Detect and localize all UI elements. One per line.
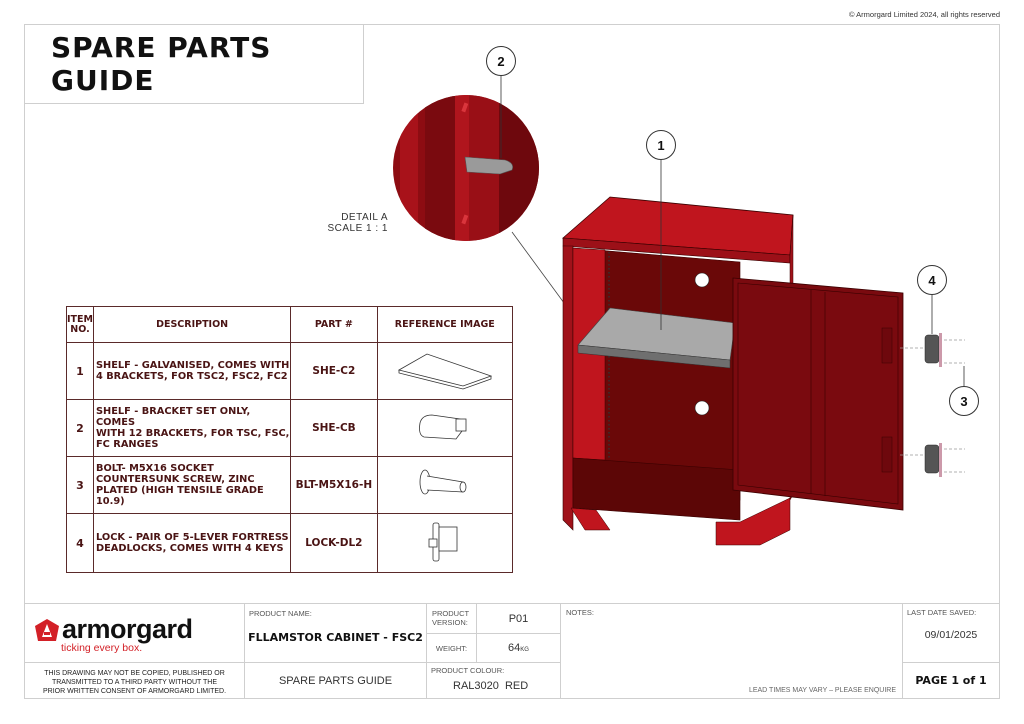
title-block: armorgard ticking every box. THIS DRAWIN… <box>24 603 1000 699</box>
colour-cell: PRODUCT COLOUR: RAL3020 RED <box>426 662 561 699</box>
shelf-icon <box>376 342 514 400</box>
detail-scale: SCALE 1 : 1 <box>327 223 388 234</box>
cabinet-drawing <box>393 76 965 546</box>
lead-times-notice: LEAD TIMES MAY VARY – PLEASE ENQUIRE <box>748 687 896 694</box>
detail-title: DETAIL A <box>341 212 388 223</box>
armorgard-a-icon <box>35 618 59 641</box>
header-description: DESCRIPTION <box>92 306 292 343</box>
item-number: 2 <box>66 399 94 457</box>
last-saved-cell: LAST DATE SAVED: 09/01/2025 <box>902 603 1000 663</box>
product-name: FLLAMSTOR CABINET - FSC2 <box>248 631 423 644</box>
item-number: 1 <box>66 342 94 400</box>
header-reference-image: REFERENCE IMAGE <box>376 306 514 343</box>
deadlock-icon <box>376 513 514 573</box>
item-number: 4 <box>66 513 94 573</box>
item-number: 3 <box>66 456 94 514</box>
product-name-label: PRODUCT NAME: <box>249 609 312 618</box>
page-title: SPARE PARTS GUIDE <box>51 31 272 97</box>
detail-a-label: DETAIL A SCALE 1 : 1 <box>318 212 388 234</box>
last-saved-label: LAST DATE SAVED: <box>907 608 977 617</box>
part-number: SHE-C2 <box>290 342 378 400</box>
part-number: SHE-CB <box>290 399 378 457</box>
product-colour: RAL3020 RED <box>453 680 529 692</box>
copyright-notice: © Armorgard Limited 2024, all rights res… <box>848 10 1000 19</box>
document-type: SPARE PARTS GUIDE <box>244 662 427 699</box>
logo-tagline: ticking every box. <box>61 642 143 654</box>
legal-notice: THIS DRAWING MAY NOT BE COPIED, PUBLISHE… <box>24 662 245 699</box>
product-name-cell: PRODUCT NAME: FLLAMSTOR CABINET - FSC2 <box>244 603 427 663</box>
lock-lower <box>900 443 965 477</box>
part-number: BLT-M5X16-H <box>290 456 378 514</box>
notes-label: NOTES: <box>566 608 594 617</box>
armorgard-logo: armorgard <box>34 614 193 645</box>
notes-cell: NOTES: LEAD TIMES MAY VARY – PLEASE ENQU… <box>560 603 903 699</box>
balloon-2: 2 <box>486 46 516 76</box>
balloon-1: 1 <box>646 130 676 160</box>
lock-upper <box>900 333 965 367</box>
weight-label: WEIGHT: <box>426 633 477 663</box>
colour-label: PRODUCT COLOUR: <box>431 666 505 675</box>
detail-a-view <box>393 95 539 241</box>
header-part-number: PART # <box>290 306 378 343</box>
product-version: P01 <box>476 603 561 634</box>
balloon-4: 4 <box>917 265 947 295</box>
logo-cell: armorgard ticking every box. <box>24 603 245 663</box>
bolt-icon <box>376 456 514 514</box>
last-saved-date: 09/01/2025 <box>924 629 978 641</box>
header-box: SPARE PARTS GUIDE <box>24 24 364 104</box>
bracket-icon <box>376 399 514 457</box>
logo-wordmark: armorgard <box>62 614 193 644</box>
part-number: LOCK-DL2 <box>290 513 378 573</box>
balloon-3: 3 <box>949 386 979 416</box>
page-number: PAGE 1 of 1 <box>902 662 1000 699</box>
